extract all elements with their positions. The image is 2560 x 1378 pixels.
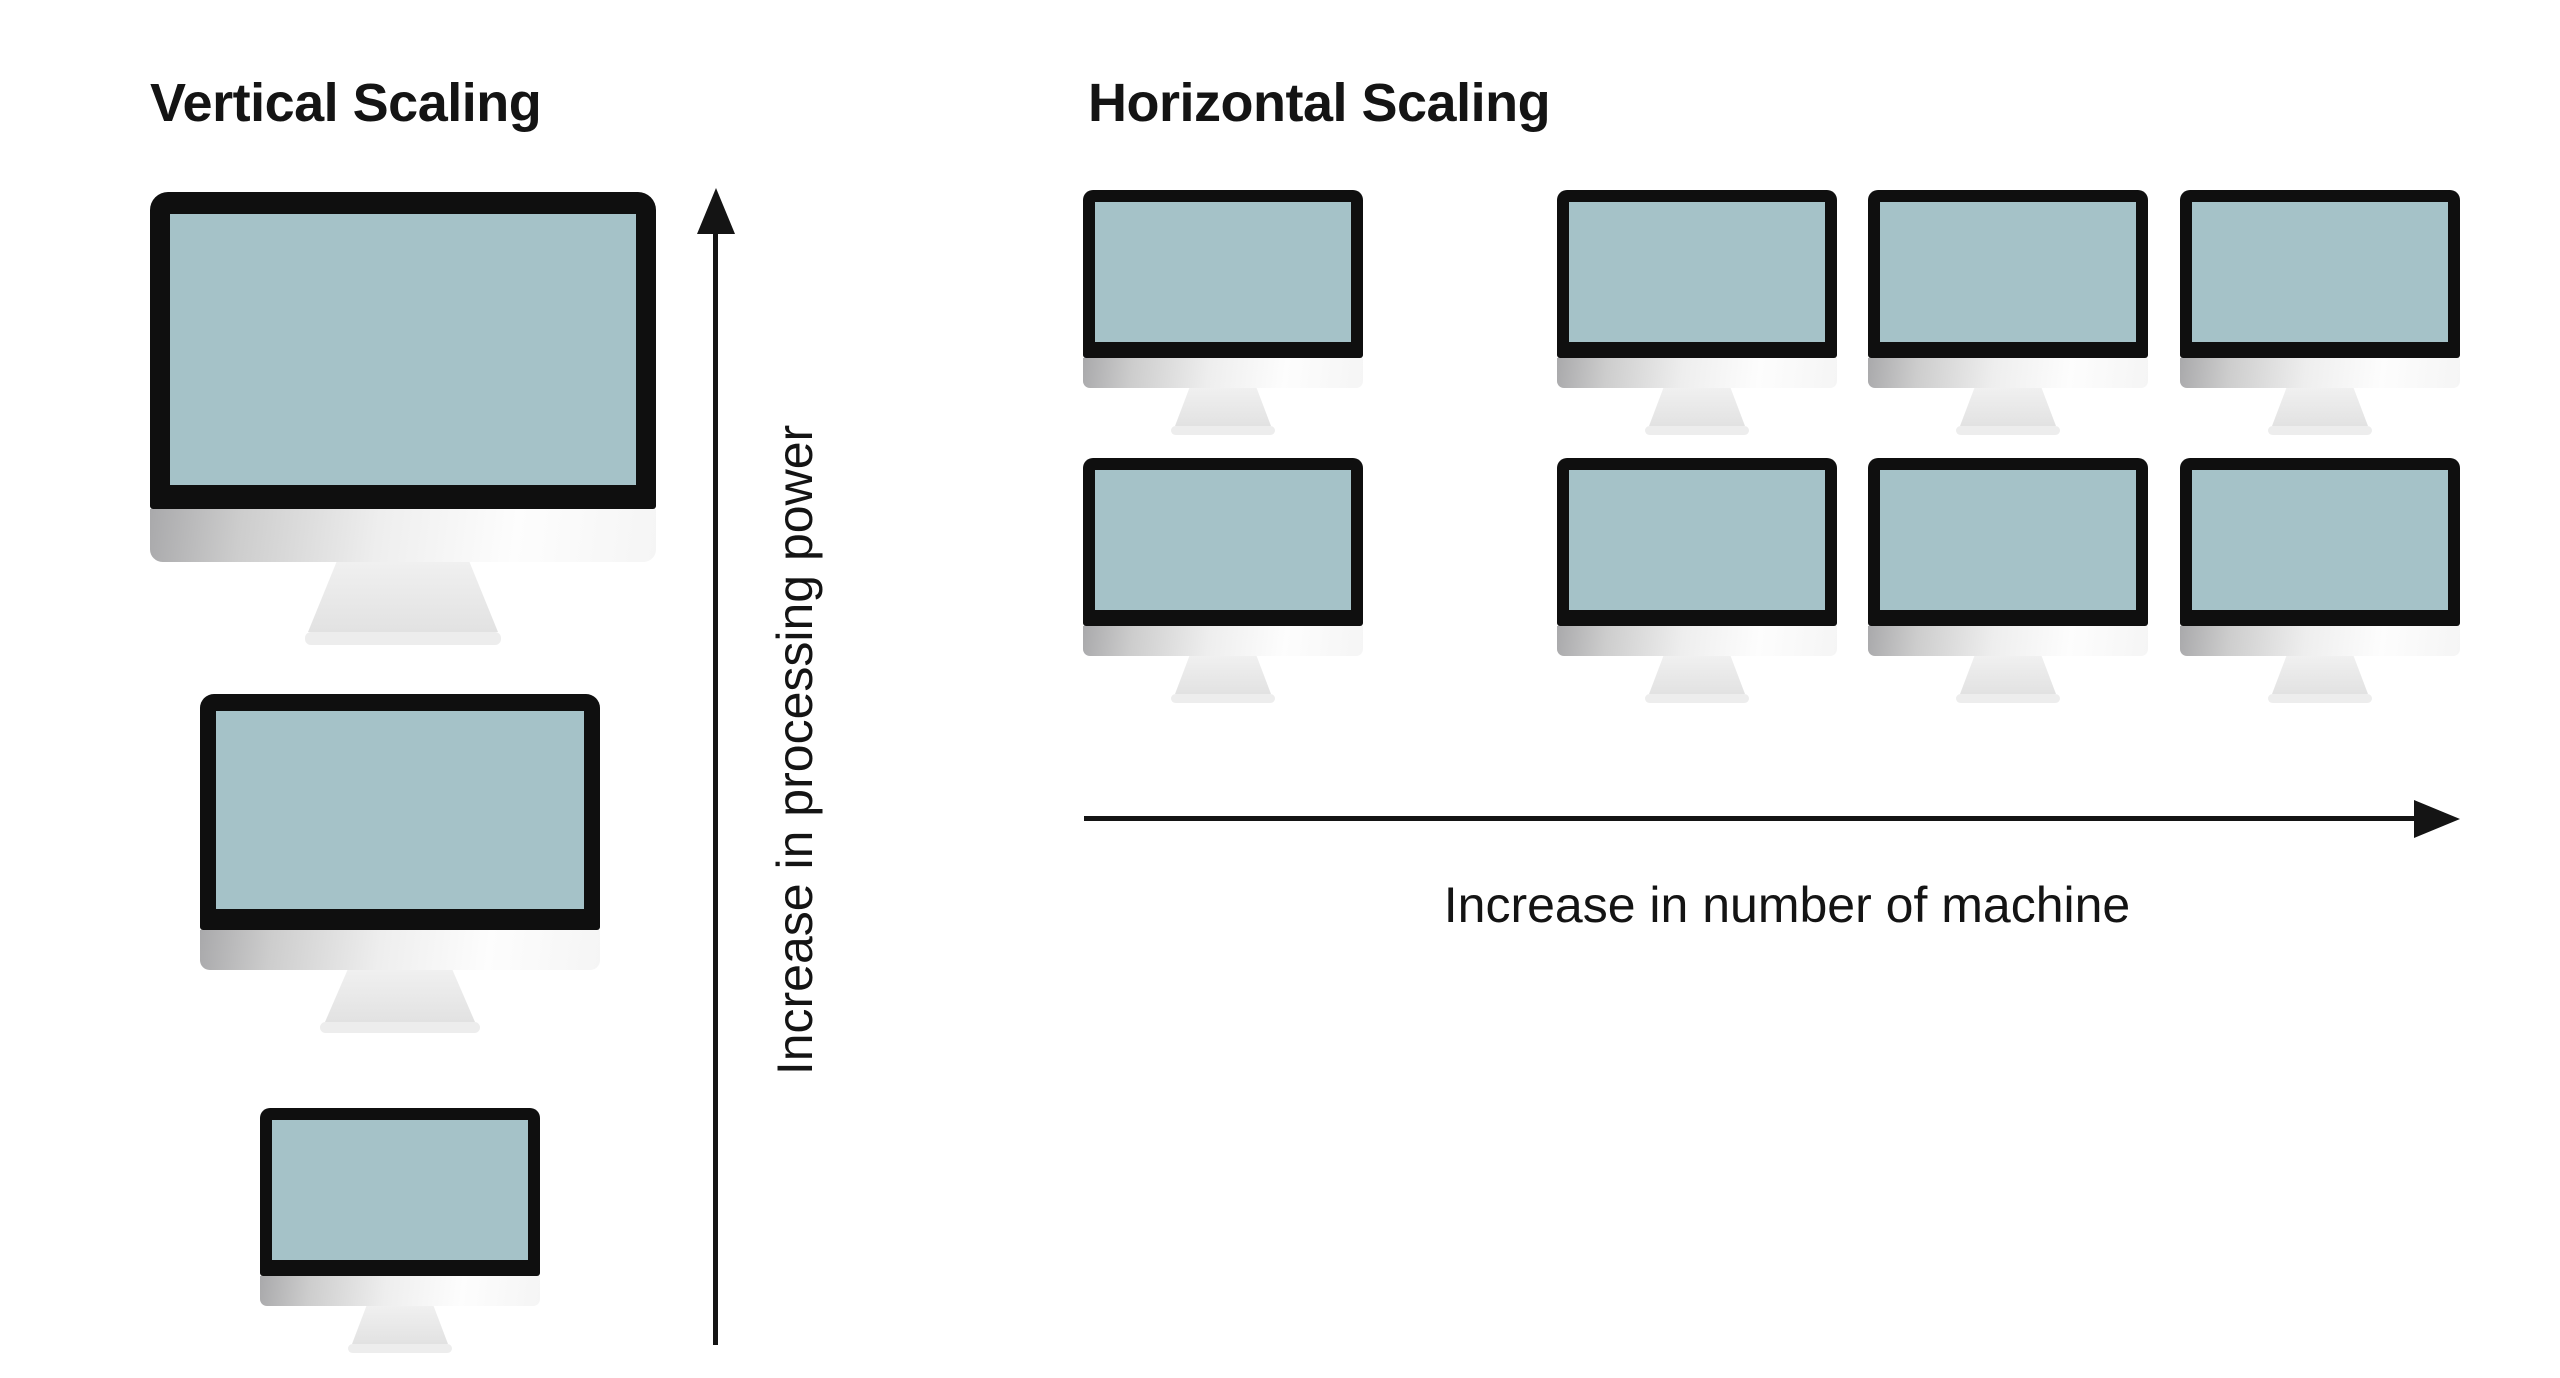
monitor-bezel [1557,190,1837,358]
monitor-icon-small [1868,458,2148,703]
monitor-bezel [150,192,656,509]
monitor-bezel [2180,458,2460,626]
right-arrow-line [1084,816,2420,821]
monitor-chin [1083,626,1363,656]
monitor-base [1956,426,2060,435]
monitor-screen [272,1120,528,1260]
monitor-bezel [1083,458,1363,626]
monitor-screen [1569,470,1825,610]
monitor-icon-small [2180,458,2460,703]
monitor-icon-small [1557,458,1837,703]
monitor-stand [308,562,498,632]
monitor-screen [1569,202,1825,342]
monitor-screen [2192,202,2448,342]
monitor-screen [1880,470,2136,610]
monitor-stand [1960,656,2056,694]
monitor-icon-small [1083,458,1363,703]
monitor-base [1956,694,2060,703]
monitor-icon-small [2180,190,2460,435]
monitor-stand [1649,656,1745,694]
monitor-icon-small [260,1108,540,1353]
monitor-screen [1095,202,1351,342]
monitor-chin [260,1276,540,1306]
monitor-stand [1175,656,1271,694]
monitor-chin [1557,358,1837,388]
monitor-chin [200,930,600,970]
monitor-bezel [1868,190,2148,358]
monitor-bezel [2180,190,2460,358]
monitor-icon-small [1083,190,1363,435]
monitor-stand [2272,656,2368,694]
monitor-stand [1175,388,1271,426]
monitor-base [305,632,501,645]
monitor-chin [1868,626,2148,656]
monitor-stand [325,970,475,1022]
up-arrow-line [713,228,718,1345]
monitor-bezel [260,1108,540,1276]
monitor-base [2268,426,2372,435]
monitor-stand [352,1306,448,1344]
monitor-screen [2192,470,2448,610]
monitor-base [348,1344,452,1353]
monitor-icon-small [1868,190,2148,435]
monitor-icon-medium [200,694,600,1033]
monitor-chin [1868,358,2148,388]
monitor-chin [150,509,656,562]
monitor-base [320,1022,480,1033]
monitor-chin [2180,358,2460,388]
monitor-stand [1960,388,2056,426]
monitor-screen [216,711,584,909]
monitor-stand [2272,388,2368,426]
monitor-screen [1095,470,1351,610]
monitor-bezel [1083,190,1363,358]
monitor-bezel [1557,458,1837,626]
monitor-screen [1880,202,2136,342]
monitor-chin [1083,358,1363,388]
monitor-base [1171,426,1275,435]
monitor-base [2268,694,2372,703]
monitor-bezel [1868,458,2148,626]
horizontal-scaling-title: Horizontal Scaling [1088,73,1551,133]
monitor-chin [2180,626,2460,656]
machine-count-axis-label: Increase in number of machine [1443,877,2131,933]
monitor-stand [1649,388,1745,426]
right-arrow-icon [2414,800,2460,838]
monitor-icon-large [150,192,656,645]
up-arrow-icon [697,188,735,234]
monitor-base [1645,426,1749,435]
monitor-chin [1557,626,1837,656]
monitor-bezel [200,694,600,930]
vertical-scaling-title: Vertical Scaling [150,73,542,133]
processing-power-axis-label: Increase in processing power [767,424,823,1076]
monitor-base [1645,694,1749,703]
monitor-screen [170,214,636,485]
monitor-icon-small [1557,190,1837,435]
monitor-base [1171,694,1275,703]
